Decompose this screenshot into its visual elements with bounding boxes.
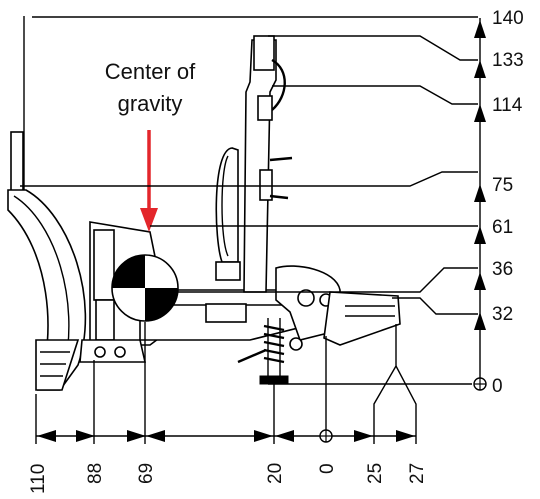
vertical-dimensions: 140 133 114 75 61 36 32 0 xyxy=(20,8,524,397)
hydraulic-hose xyxy=(271,58,286,111)
dim-label-20: 20 xyxy=(265,463,286,484)
dim-label-0-horizontal: 0 xyxy=(317,463,338,474)
tower-lever xyxy=(269,156,293,162)
arrow-up-icon xyxy=(474,20,486,38)
leader-32 xyxy=(392,297,478,315)
dim-label-25: 25 xyxy=(365,463,386,484)
hitch-pin-large xyxy=(297,289,315,307)
dim-label-133: 133 xyxy=(492,50,524,71)
tower-bracket xyxy=(259,169,273,201)
arrow-left-icon xyxy=(146,430,165,442)
crosshair-circle-icon xyxy=(473,377,487,391)
leader-114 xyxy=(272,85,478,105)
jack-spring xyxy=(263,324,285,364)
cylinder-base xyxy=(215,261,241,281)
pivot-cylinder xyxy=(95,299,115,341)
dim-label-0-vertical: 0 xyxy=(492,376,503,397)
light-mount xyxy=(257,95,273,121)
dim-label-69: 69 xyxy=(136,463,157,484)
tower-lever-lower xyxy=(269,194,289,200)
crosshair-circle-icon xyxy=(319,429,333,443)
arrow-left-icon xyxy=(275,430,294,442)
pivot-bracket xyxy=(93,229,115,301)
dim-label-36: 36 xyxy=(492,259,513,280)
skid-shoe xyxy=(79,339,147,363)
arrow-right-icon xyxy=(354,430,373,442)
lift-tower xyxy=(243,39,277,293)
jack-handle xyxy=(237,348,267,364)
vehicle-mount xyxy=(323,291,401,346)
arrow-up-icon xyxy=(474,312,486,330)
dim-label-27: 27 xyxy=(407,463,428,484)
shoe-bolt xyxy=(94,346,106,358)
center-of-gravity: Center of gravity xyxy=(105,59,196,322)
arrow-up-icon xyxy=(474,60,486,78)
leader-75 xyxy=(20,171,478,187)
cog-symbol-quadrant xyxy=(145,288,178,321)
cog-label-line1: Center of xyxy=(105,59,196,84)
arrow-right-icon xyxy=(127,430,146,442)
dim-label-114: 114 xyxy=(492,95,523,116)
jack-foot xyxy=(259,375,289,385)
arrow-right-icon xyxy=(76,430,95,442)
arrow-up-icon xyxy=(474,226,486,244)
ext-25 xyxy=(373,324,397,444)
cutting-edge-lines xyxy=(40,351,70,377)
leader-36 xyxy=(160,267,478,293)
horizontal-dimensions: 110 88 69 20 0 25 27 xyxy=(28,322,428,494)
arrow-up-icon xyxy=(474,272,486,290)
arrow-right-icon xyxy=(254,430,273,442)
dim-label-110: 110 xyxy=(28,464,49,494)
blade-top-bracket xyxy=(10,131,24,193)
dim-label-75: 75 xyxy=(492,175,513,196)
dim-label-88: 88 xyxy=(85,463,106,484)
arrow-up-icon xyxy=(474,184,486,202)
dim-label-61: 61 xyxy=(492,217,513,238)
cog-label-line2: gravity xyxy=(118,91,183,116)
shoe-bolt xyxy=(114,346,126,358)
ext-27 xyxy=(395,365,417,444)
dim-label-32: 32 xyxy=(492,304,513,325)
mount-bolt xyxy=(289,337,303,351)
cog-arrow-head xyxy=(140,208,158,232)
dim-label-140: 140 xyxy=(492,8,524,29)
frame-bracket xyxy=(205,303,247,323)
mount-detail xyxy=(345,305,395,317)
leader-133 xyxy=(268,35,478,61)
arrow-right-icon xyxy=(396,430,415,442)
lift-cylinder xyxy=(215,147,239,263)
cog-symbol-quadrant xyxy=(112,255,145,288)
tower-cap xyxy=(253,35,275,71)
arrow-up-icon xyxy=(474,104,486,122)
arrow-left-icon xyxy=(37,430,56,442)
snowplow-drawing xyxy=(7,16,401,391)
cylinder-rod xyxy=(221,155,229,257)
